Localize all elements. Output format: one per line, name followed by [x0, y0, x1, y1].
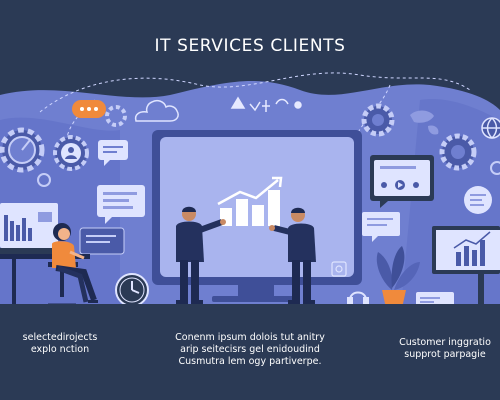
- network-icon: [230, 96, 302, 112]
- gear-icon: [0, 127, 45, 173]
- chat-bubble-icon: [72, 100, 106, 118]
- desk: [0, 254, 90, 259]
- seated-person: [48, 223, 98, 307]
- chat-bubble-icon: [362, 212, 400, 242]
- page-title: IT SERVICES CLIENTS: [154, 36, 346, 56]
- caption-line: explo nction: [30, 344, 90, 355]
- bar-chart-icon: [0, 203, 58, 254]
- at-sign-icon: [331, 261, 347, 277]
- map-icon: [410, 110, 439, 135]
- dashed-connector: [39, 72, 471, 113]
- chat-bubble-icon: [370, 155, 434, 208]
- caption-line: supprot parpagie: [404, 349, 486, 360]
- caption-center: Conenm ipsum dolois tut anitry arip seit…: [150, 332, 350, 368]
- gear-icon: [439, 133, 477, 171]
- clock-icon: [115, 273, 149, 307]
- presenter-person: [176, 206, 226, 304]
- presenter-person: [269, 207, 316, 304]
- bar-chart-icon: [432, 226, 500, 304]
- plant-icon: [376, 246, 420, 308]
- caption-line: Cusmutra lem ogy partiverpe.: [178, 356, 322, 367]
- caption-line: Customer inggratio: [399, 337, 491, 348]
- caption-left: selectedirojects explo nction: [0, 332, 120, 356]
- chat-bubble-icon: [79, 227, 125, 255]
- card-icon: [416, 292, 454, 306]
- chat-bubble-icon: [97, 185, 145, 224]
- caption-right: Customer inggratio supprot parpagie: [390, 337, 500, 361]
- cloud-icon: [134, 99, 179, 122]
- chat-bubble-icon: [98, 140, 128, 166]
- gear-icon: [361, 103, 395, 137]
- gear-icon: [105, 105, 127, 127]
- caption-line: selectedirojects: [22, 332, 98, 343]
- caption-line: arip seitecisrs gel enidoudind: [180, 344, 320, 355]
- user-icon: [53, 135, 89, 171]
- bar-chart-icon: [217, 176, 283, 226]
- globe-icon: [481, 117, 500, 140]
- chat-bubble-icon: [464, 186, 492, 214]
- caption-line: Conenm ipsum dolois tut anitry: [175, 332, 325, 343]
